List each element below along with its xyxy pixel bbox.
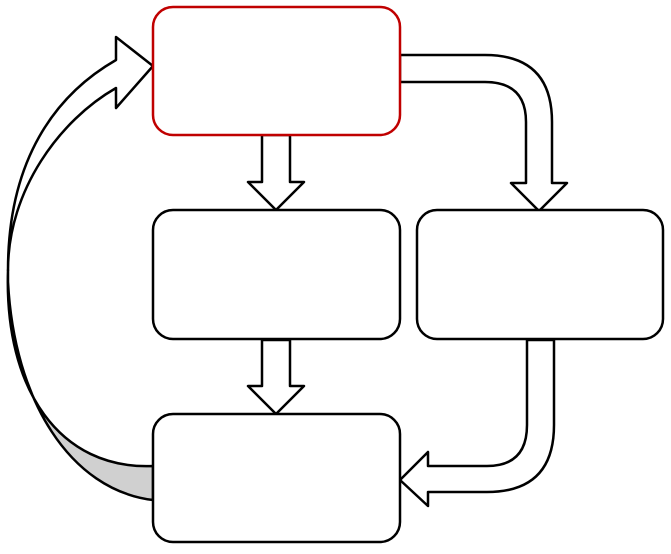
node-middle-right — [415, 208, 665, 341]
node-top — [151, 5, 402, 137]
node-middle-left-box — [151, 208, 402, 341]
arrow-top-to-middle-left — [246, 133, 306, 212]
node-top-box — [151, 5, 402, 137]
loop-arrow-shadow — [6, 268, 155, 502]
arrow-middle-left-to-bottom — [246, 338, 306, 416]
node-bottom-box — [151, 412, 402, 544]
node-bottom — [151, 412, 402, 544]
arrow-middle-right-to-bottom — [398, 338, 556, 508]
loop-arrow — [6, 35, 155, 272]
arrow-top-to-middle-right — [398, 53, 569, 213]
node-middle-right-box — [415, 208, 665, 341]
node-middle-left — [151, 208, 402, 341]
